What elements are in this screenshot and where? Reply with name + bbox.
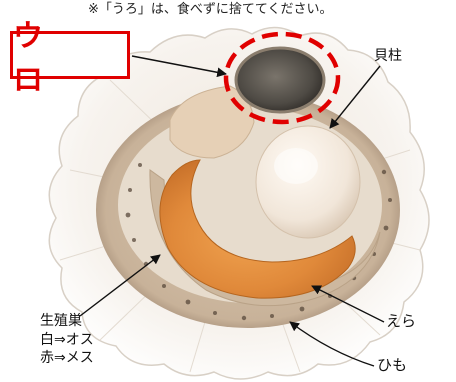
adductor-highlight [274, 148, 318, 184]
adductor-label: 貝柱 [374, 48, 402, 64]
adductor-muscle [256, 126, 360, 238]
female-note: 赤⇒メス [40, 350, 94, 366]
uro-label: ウ ロ [13, 11, 149, 99]
gill-label: えら [386, 313, 416, 330]
male-note: 白⇒オス [40, 332, 94, 348]
uro-label-box: ウ ロ [10, 31, 130, 79]
mantle-label: ひも [377, 357, 407, 374]
gonad-label: 生殖巣 [40, 313, 82, 329]
